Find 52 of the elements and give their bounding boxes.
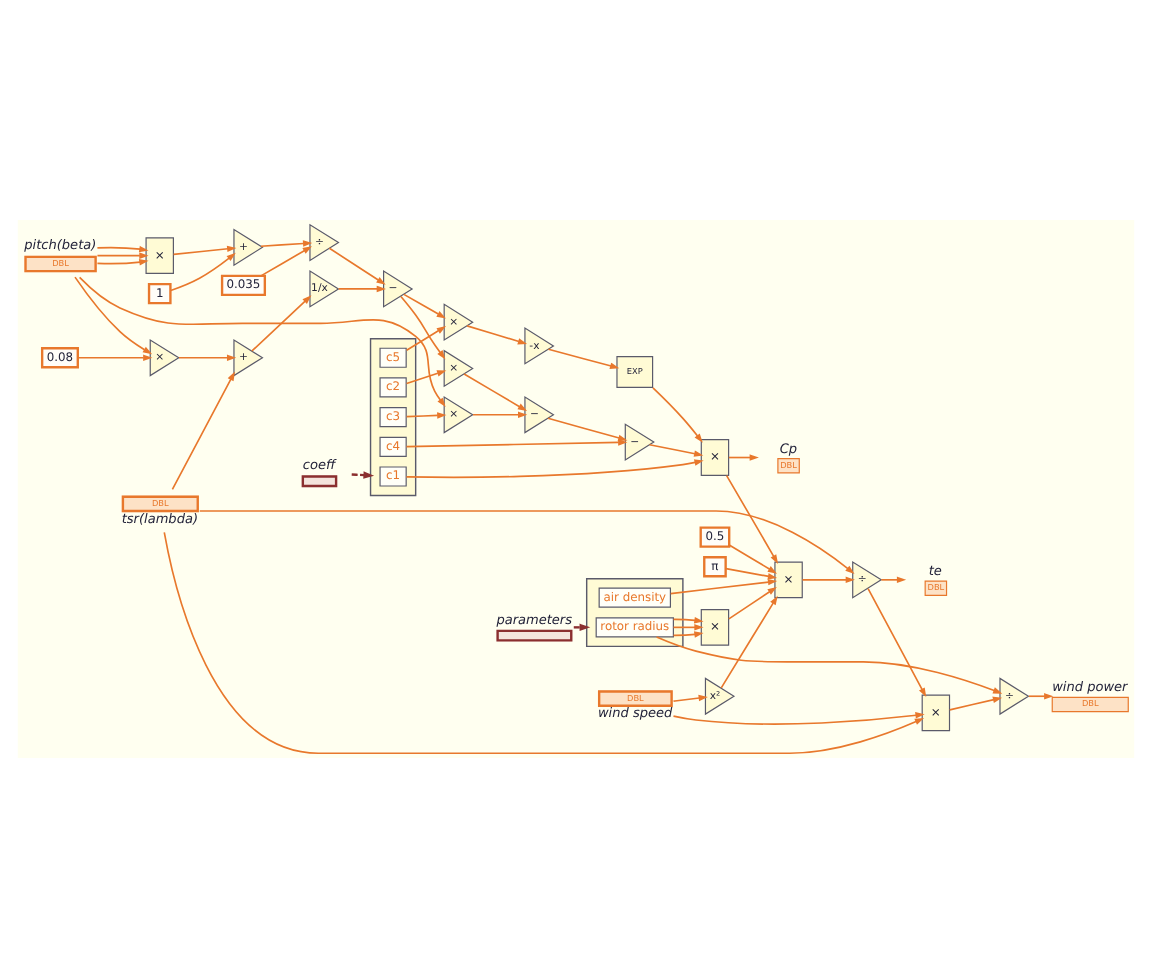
arrow — [337, 285, 386, 293]
arrow — [260, 246, 313, 277]
arrow — [96, 252, 149, 259]
arrow — [547, 348, 620, 369]
arrow — [466, 325, 528, 345]
arrow — [1028, 693, 1054, 700]
arrow — [720, 595, 778, 689]
arrow — [672, 712, 925, 725]
arrow — [178, 354, 237, 361]
arrow — [260, 240, 313, 248]
arrow — [96, 258, 149, 266]
arrow — [547, 417, 628, 441]
arrow — [672, 624, 704, 631]
arrow — [163, 531, 925, 755]
arrow — [728, 544, 778, 574]
arrow — [648, 443, 704, 457]
arrow — [77, 354, 153, 361]
arrow — [169, 252, 236, 292]
arrow — [867, 587, 927, 698]
arrow — [74, 276, 153, 355]
cluster — [369, 338, 417, 497]
arrow — [672, 617, 704, 624]
cluster — [585, 577, 684, 648]
arrow — [251, 295, 312, 352]
arrow — [463, 373, 528, 412]
arrow — [400, 295, 446, 360]
arrow — [948, 696, 1003, 711]
arrow — [652, 387, 703, 443]
arrow — [171, 371, 235, 491]
arrow — [405, 412, 447, 419]
arrow — [328, 247, 386, 285]
arrow — [405, 439, 628, 448]
arrow — [725, 474, 779, 564]
arrow — [655, 636, 1003, 694]
arrow — [172, 245, 237, 256]
arrow — [672, 694, 708, 702]
arrow — [801, 576, 855, 584]
arrow — [728, 454, 759, 461]
arrow — [880, 576, 907, 584]
arrow — [198, 510, 855, 575]
arrow — [351, 471, 375, 479]
arrow — [725, 567, 778, 580]
arrow — [472, 411, 528, 419]
arrow — [405, 370, 447, 385]
arrow — [405, 326, 447, 352]
arrow — [405, 459, 704, 479]
arrow — [403, 293, 446, 319]
arrow — [669, 578, 778, 595]
arrow — [573, 623, 591, 632]
arrow — [672, 631, 704, 638]
arrow — [96, 245, 149, 253]
arrow — [728, 586, 777, 620]
